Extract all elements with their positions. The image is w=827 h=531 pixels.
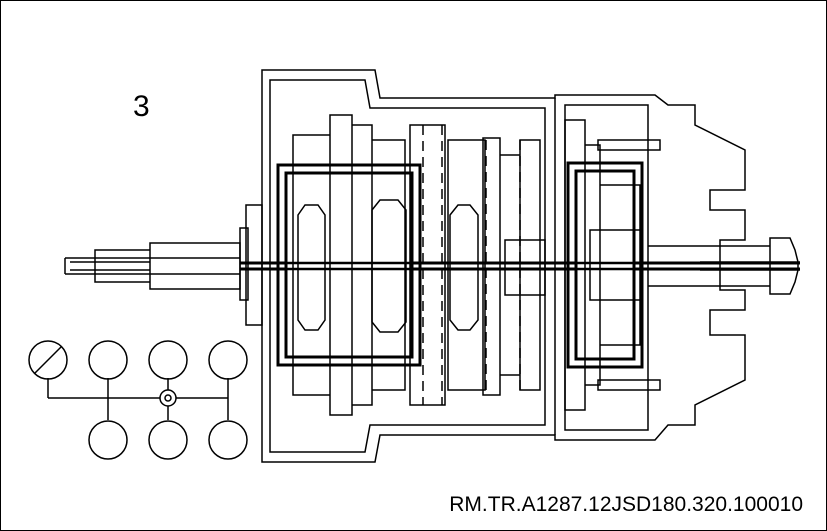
rear-clutch xyxy=(565,120,660,410)
shift-neutral-outer xyxy=(160,390,176,406)
shift-slot-7 xyxy=(209,341,247,379)
input-shaft xyxy=(65,243,240,289)
power-flow-path xyxy=(240,163,800,367)
gear-cluster-middle xyxy=(410,125,485,405)
shift-slot-4 xyxy=(149,421,187,459)
shift-pattern-lines xyxy=(48,378,228,420)
gear-cluster-front xyxy=(293,115,405,415)
gear-cluster-rear xyxy=(483,138,545,395)
output-shaft xyxy=(648,238,800,294)
housing-inner-wall xyxy=(270,80,545,452)
shift-slot-2 xyxy=(89,421,127,459)
shift-slot-3 xyxy=(89,341,127,379)
shift-neutral-inner xyxy=(165,395,171,401)
shift-slot-1-cross xyxy=(35,347,61,373)
shift-pattern-diagram xyxy=(29,341,247,459)
input-bearing-flange xyxy=(240,205,262,325)
shift-slot-6 xyxy=(209,421,247,459)
reference-code: RM.TR.A1287.12JSD180.320.100010 xyxy=(449,493,803,516)
synchronizer-front xyxy=(298,200,406,332)
shift-slot-5 xyxy=(149,341,187,379)
step-number: 3 xyxy=(133,90,150,123)
shift-slot-1 xyxy=(29,341,67,379)
housing-outline xyxy=(262,70,745,462)
